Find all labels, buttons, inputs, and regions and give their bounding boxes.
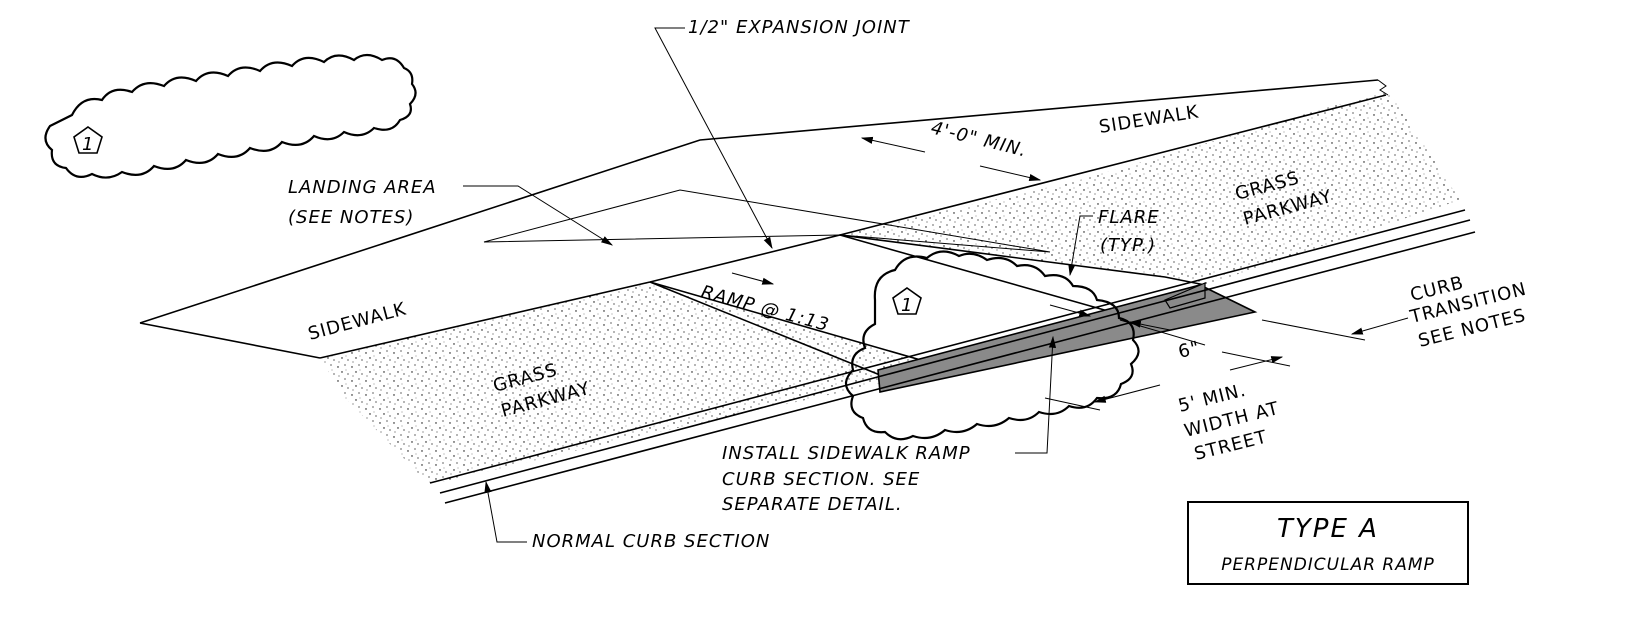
curb-line-2 [439, 219, 1471, 494]
flare-left [649, 281, 881, 376]
ramp-curb-section[interactable] [877, 284, 1258, 393]
sidewalk-top-break-edge [1377, 79, 1389, 96]
install-curb-label-3: SEPARATE DETAIL. [722, 494, 903, 515]
revision-tag-top-left [73, 126, 103, 154]
sidewalk-left-label: SIDEWALK [306, 298, 409, 344]
install-curb-label-2: CURB SECTION. SEE [722, 469, 920, 490]
dim-4ft-line-b [979, 165, 1042, 182]
dim-5ft-arrow-b [1229, 356, 1284, 371]
title-box [1187, 501, 1469, 585]
grass-parkway-left [320, 282, 940, 485]
dim-6in-arrow-a [1049, 304, 1092, 317]
expansion-joint-label: 1/2" EXPANSION JOINT [688, 17, 911, 38]
revision-cloud-top-left [44, 53, 417, 179]
type-title: TYPE A [1277, 514, 1379, 544]
flare-note: (TYP.) [1100, 235, 1156, 256]
flare-leader [1068, 215, 1093, 277]
revision-tag-top-left-number: 1 [82, 134, 94, 155]
flare-label: FLARE [1098, 207, 1160, 228]
sidewalk-front-edge-left2 [319, 281, 651, 359]
revision-tag-ramp [892, 287, 922, 315]
landing-area-outline [483, 189, 1051, 253]
sidewalk-back-edge-right [839, 94, 1387, 236]
landing-area-leader [463, 185, 614, 246]
normal-curb-leader [484, 480, 527, 543]
ramp-side-left [649, 281, 939, 366]
sidewalk-top-label: SIDEWALK [1097, 101, 1200, 138]
curb-line-1 [429, 209, 1466, 484]
normal-curb-label: NORMAL CURB SECTION [532, 531, 770, 552]
landing-area-label: LANDING AREA [288, 177, 437, 198]
ramp-direction-arrow [731, 272, 775, 285]
ramp-side-right [839, 234, 1116, 314]
sidewalk-top-back-edge [139, 79, 1379, 324]
dim-5ft-arrow-a [1093, 384, 1161, 403]
dim-5ft-ext-b [1221, 351, 1291, 367]
curb-line-3 [444, 231, 1476, 504]
curb-transition-ext-line [1261, 319, 1366, 341]
min-width-label: 4'-0" MIN. [929, 117, 1030, 161]
install-curb-label-1: INSTALL SIDEWALK RAMP [722, 443, 971, 464]
dim-5ft-ext-a [1044, 397, 1101, 411]
dim-6in-arrow-b [1128, 320, 1171, 331]
revision-cloud-ramp [844, 250, 1140, 441]
revision-tag-ramp-number: 1 [901, 295, 913, 316]
ramp-outline [649, 234, 1206, 286]
grass-parkway-right [840, 90, 1460, 285]
landing-area-note: (SEE NOTES) [288, 207, 414, 228]
expansion-joint-leader [654, 27, 773, 250]
six-inch-label: 6" [1176, 337, 1202, 363]
curb-transition-leader [1350, 317, 1409, 335]
install-leader [1015, 335, 1057, 454]
type-subtitle: PERPENDICULAR RAMP [1221, 555, 1435, 575]
dim-4ft-line-a [860, 136, 926, 153]
sidewalk-front-edge-left [139, 322, 321, 359]
